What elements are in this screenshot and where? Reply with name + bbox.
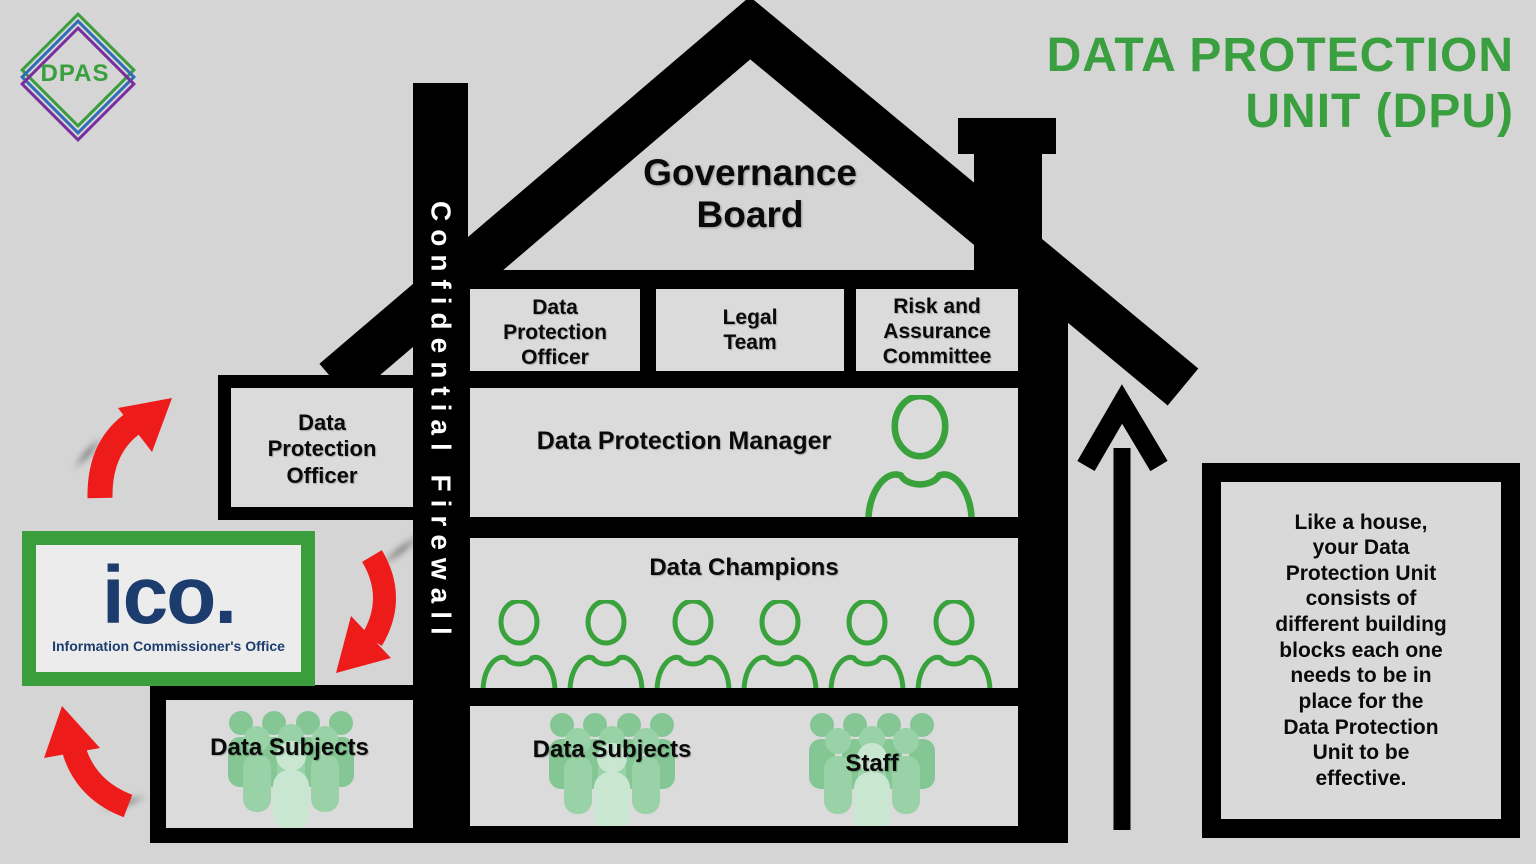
- room-risk-assurance: Risk and Assurance Committee: [856, 289, 1018, 371]
- note-box: Like a house, your Data Protection Unit …: [1202, 463, 1520, 838]
- data-subjects-outside-box: Data Subjects: [150, 685, 468, 843]
- room-data-protection-manager: Data Protection Manager: [470, 388, 1018, 517]
- dpas-logo-text: DPAS: [40, 60, 110, 87]
- confidential-firewall-bar: Confidential Firewall: [413, 83, 468, 843]
- ico-logo: ico. Information Commissioner's Office: [22, 531, 315, 686]
- house-structure: Data Protection Officer Legal Team Risk …: [413, 270, 1068, 843]
- data-protection-manager-label: Data Protection Manager: [536, 427, 832, 455]
- data-subjects-inside-label: Data Subjects: [532, 736, 692, 763]
- risk-assurance-label: Risk and Assurance Committee: [882, 295, 992, 369]
- page-title-line1: DATA PROTECTION: [1046, 29, 1514, 82]
- confidential-firewall-label: Confidential Firewall: [425, 201, 457, 643]
- person-icon: [831, 601, 903, 688]
- room-legal-team: Legal Team: [656, 289, 844, 371]
- data-champions-icons: [470, 600, 1018, 688]
- roof-icon: [319, 0, 1199, 406]
- person-icon: [744, 601, 816, 688]
- up-arrow-icon: [1077, 384, 1168, 830]
- room-ground-floor: Data Subjects Staff: [470, 706, 1018, 826]
- person-icon: [865, 395, 975, 517]
- data-subjects-outside-label: Data Subjects: [210, 734, 369, 761]
- dpo-inside-label: Data Protection Officer: [503, 296, 607, 370]
- note-text: Like a house, your Data Protection Unit …: [1275, 510, 1447, 790]
- page-title-line2: UNIT (DPU): [1245, 84, 1514, 138]
- legal-team-label: Legal Team: [722, 306, 778, 355]
- crowd-icon: [228, 711, 354, 828]
- room-data-protection-officer: Data Protection Officer: [470, 289, 640, 371]
- page-title: DATA PROTECTION UNIT (DPU): [874, 28, 1514, 139]
- person-icon: [657, 601, 729, 688]
- person-icon: [570, 601, 642, 688]
- ico-logo-subtitle: Information Commissioner's Office: [52, 638, 285, 655]
- person-icon: [918, 601, 990, 688]
- governance-board-label: Governance Board: [643, 152, 857, 236]
- data-champions-label: Data Champions: [649, 554, 839, 581]
- room-data-champions: Data Champions: [470, 538, 1018, 688]
- crowd-icon: [549, 713, 675, 826]
- ico-logo-text: ico.: [101, 549, 237, 641]
- person-icon: [483, 601, 555, 688]
- dpas-logo: DPAS: [0, 0, 160, 160]
- crowd-icon: [809, 713, 935, 826]
- dpo-outside-label: Data Protection Officer: [267, 410, 377, 488]
- staff-label: Staff: [845, 750, 899, 777]
